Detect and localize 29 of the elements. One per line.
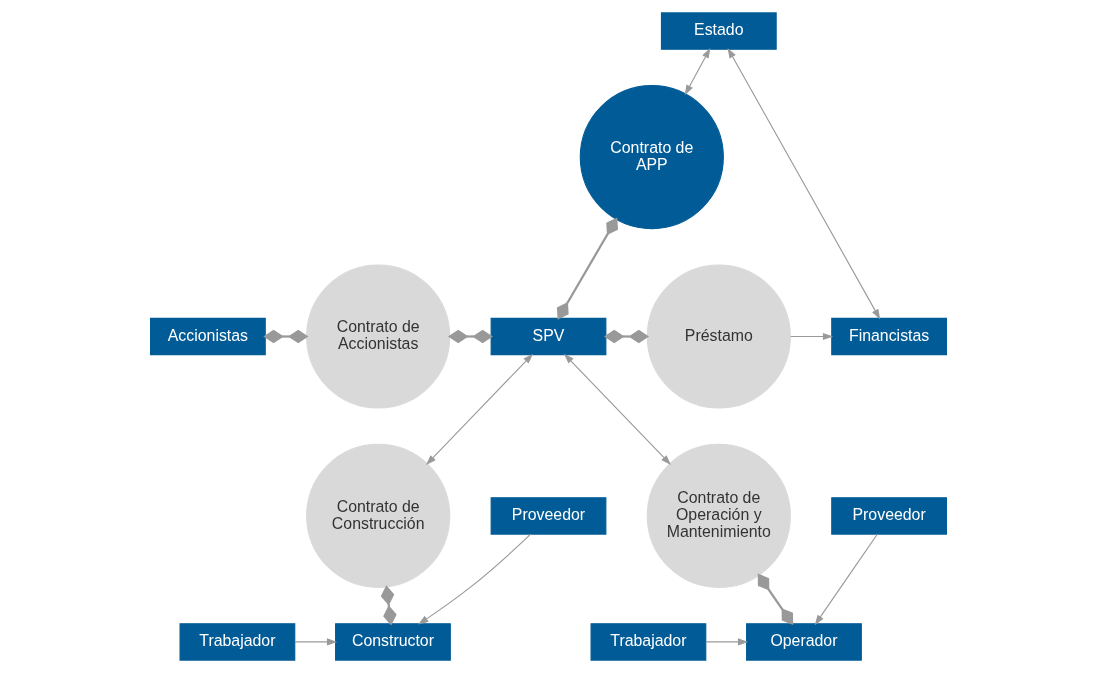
arrow	[790, 332, 834, 341]
connector	[263, 329, 309, 344]
arrow	[705, 638, 749, 646]
node-box: Trabajador	[590, 623, 707, 661]
arrow	[294, 638, 338, 646]
connector	[757, 573, 794, 626]
node-circle: Contrato de Construcción	[306, 443, 451, 588]
arrow	[727, 47, 881, 320]
connector	[380, 585, 397, 626]
node-box: Proveedor	[490, 497, 607, 535]
connector	[604, 329, 650, 344]
node-box: Proveedor	[831, 497, 948, 535]
node-box: Trabajador	[179, 623, 296, 661]
node-box: Constructor	[335, 623, 451, 661]
arrow	[563, 353, 671, 465]
arrow	[684, 47, 711, 96]
node-box: Estado	[660, 12, 777, 50]
node-box: SPV	[490, 317, 607, 356]
node-circle: Préstamo	[646, 264, 791, 409]
connector	[448, 329, 493, 344]
arrow	[426, 353, 534, 465]
node-box: Operador	[746, 623, 862, 661]
arrow	[418, 533, 532, 625]
node-box: Financistas	[831, 317, 948, 356]
node-circle: Contrato de Operación y Mantenimiento	[646, 443, 791, 588]
connector	[556, 217, 619, 320]
arrow	[814, 533, 878, 626]
node-box: Accionistas	[149, 317, 266, 356]
node-circle: Contrato de Accionistas	[306, 264, 451, 409]
